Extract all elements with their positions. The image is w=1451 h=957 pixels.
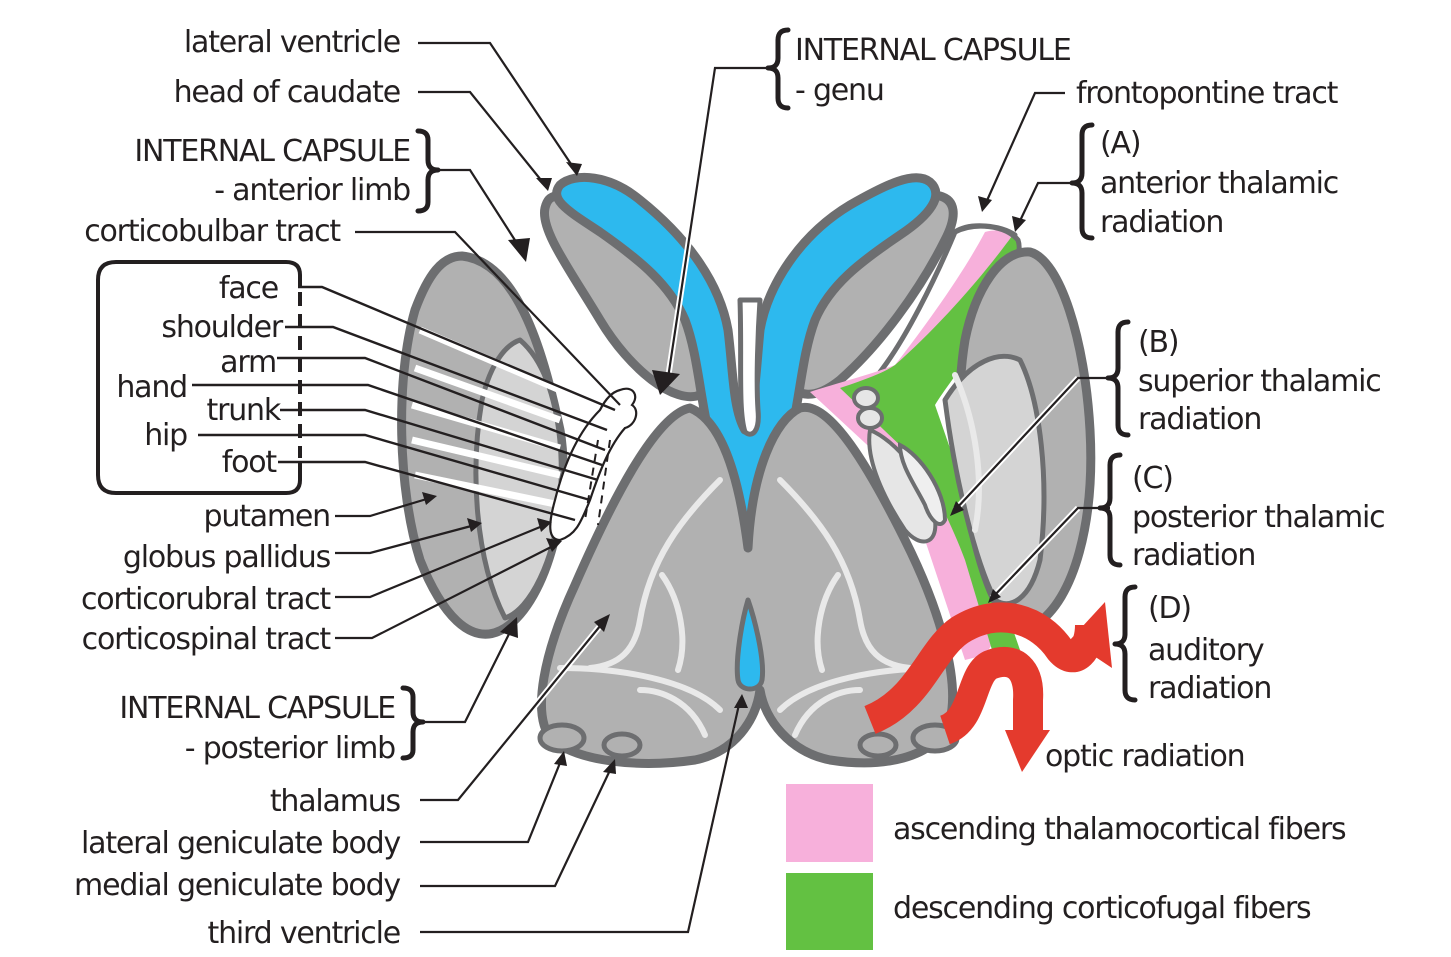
auditory-radiation-arrow [863,602,1105,734]
somatotopic-fiber-lines [192,285,616,526]
label-ic-genu-sub: - genu [795,73,884,108]
lentiform-stripes [411,326,562,509]
label-d-line2: radiation [1148,671,1271,706]
thalamic-lamina-left-3 [557,665,723,713]
label-a-line1: anterior thalamic [1100,166,1338,201]
label-hand: hand [116,370,187,405]
label-shoulder: shoulder [161,310,283,345]
label-a-line2: radiation [1100,205,1223,240]
legend-swatch-ascending [786,784,873,862]
label-thalamus: thalamus [270,784,401,819]
label-hip: hip [144,418,187,453]
capsule-small-nuclei [852,386,948,544]
label-ic-posterior-limb-title: INTERNAL CAPSULE [119,691,395,726]
label-c-line2: radiation [1132,538,1255,573]
label-c-letter: (C) [1132,461,1173,496]
brace-posterior-limb [400,685,426,761]
right-labels: INTERNAL CAPSULE - genu frontopontine tr… [795,33,1386,774]
brace-genu [765,27,791,111]
label-b-line1: superior thalamic [1138,364,1381,399]
label-third-ventricle: third ventricle [208,916,400,951]
brace-b [1105,319,1131,438]
label-putamen: putamen [204,499,331,534]
legend: ascending thalamocortical fibers descend… [786,784,1347,950]
radiation-arrows [863,602,1112,772]
brace-d [1112,584,1138,703]
label-corticorubral-tract: corticorubral tract [81,582,331,617]
thalamic-lamina-right-4 [792,687,863,738]
left-capsule-outline [549,387,638,542]
label-ic-posterior-limb-sub: - posterior limb [185,731,395,766]
thalamic-lamina-left [587,477,723,671]
thalamic-lamina-right [777,477,913,671]
label-d-line1: auditory [1148,633,1264,668]
thalamic-lamina-right-2 [814,572,841,673]
brace-anterior-limb [415,128,441,214]
thalamic-lamina-left-4 [637,687,708,738]
left-lateral-geniculate-body [537,722,587,754]
label-arm: arm [220,345,276,380]
left-labels: lateral ventricle head of caudate INTERN… [74,25,411,951]
right-medial-geniculate-body [857,731,899,759]
thalamic-lamina-left-2 [659,572,686,673]
optic-radiation-arrow [938,646,1044,745]
label-b-line2: radiation [1138,402,1261,437]
label-d-letter: (D) [1148,591,1191,626]
somatotopy-box [96,260,302,495]
label-globus-pallidus: globus pallidus [123,540,331,575]
label-lateral-ventricle: lateral ventricle [184,25,400,60]
legend-swatch-descending [786,873,873,950]
legend-label-descending: descending corticofugal fibers [893,891,1311,926]
brace-a [1069,122,1095,241]
label-corticospinal-tract: corticospinal tract [82,622,332,657]
label-b-letter: (B) [1138,325,1178,360]
label-trunk: trunk [207,393,282,428]
label-ic-anterior-limb-sub: - anterior limb [214,173,410,208]
brace-c [1097,452,1123,568]
label-a-letter: (A) [1100,126,1140,161]
leader-lines [335,41,1110,934]
label-ic-anterior-limb-title: INTERNAL CAPSULE [134,134,410,169]
legend-item-descending: descending corticofugal fibers [786,873,1312,950]
label-corticobulbar-tract: corticobulbar tract [84,214,341,249]
braces [400,27,1138,761]
label-lateral-geniculate-body: lateral geniculate body [81,826,400,861]
right-lentiform-lamina [952,372,982,533]
legend-label-ascending: ascending thalamocortical fibers [893,812,1346,847]
label-optic-radiation: optic radiation [1045,739,1244,774]
septum-gap [737,297,763,437]
label-ic-genu-title: INTERNAL CAPSULE [795,33,1071,68]
third-ventricle-shape [734,597,766,692]
label-foot: foot [222,445,278,480]
label-medial-geniculate-body: medial geniculate body [74,868,400,903]
label-face: face [219,271,278,306]
legend-item-ascending: ascending thalamocortical fibers [786,784,1347,862]
label-frontopontine-tract: frontopontine tract [1076,76,1339,111]
left-medial-geniculate-body [601,731,643,759]
label-c-line1: posterior thalamic [1132,500,1384,535]
lateral-ventricles-shape [552,172,941,553]
label-head-of-caudate: head of caudate [174,75,400,110]
thalamus-group [537,402,957,768]
